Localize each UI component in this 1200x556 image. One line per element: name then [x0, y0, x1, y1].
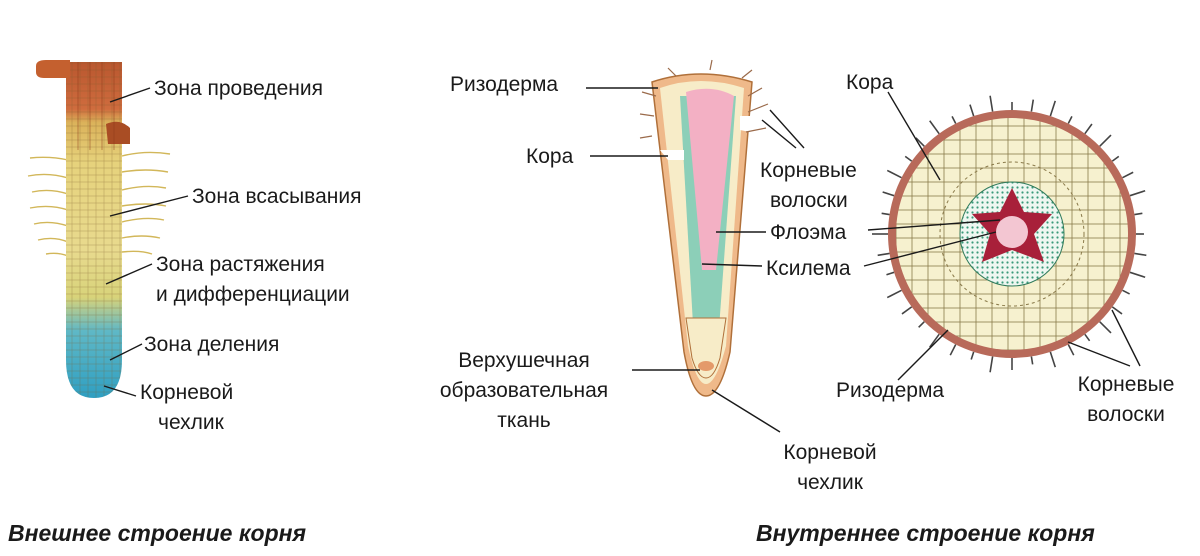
- cross-root-hair: [882, 191, 895, 197]
- cross-root-hair: [1049, 351, 1057, 368]
- cross-section-figure: [872, 95, 1147, 373]
- caption-internal-structure: Внутреннее строение корня: [756, 520, 1095, 546]
- cross-root-hair: [915, 137, 925, 147]
- cross-root-hair: [877, 252, 890, 257]
- cross-root-hair: [951, 116, 957, 124]
- label-apical-meristem-line3: ткань: [497, 409, 551, 432]
- cross-root-hair: [904, 155, 913, 162]
- label-apical-meristem-line2: образовательная: [439, 379, 609, 402]
- label-phloem: Флоэма: [770, 221, 847, 244]
- cross-root-hair: [1099, 321, 1112, 334]
- cross-root-hairs: [872, 95, 1147, 373]
- label-apical-meristem-line1: Верхушечная: [458, 349, 590, 372]
- caption-external-structure: Внешнее строение корня: [8, 520, 307, 546]
- cross-root-hair: [1067, 116, 1073, 124]
- label-elongation-zone-line1: Зона растяжения: [156, 253, 325, 276]
- cross-root-hair: [949, 344, 957, 356]
- label-elongation-zone-line2: и дифференциации: [156, 283, 350, 306]
- external-leader-lines: [103, 87, 189, 397]
- label-cortex-cross: Кора: [846, 71, 894, 94]
- label-root-cap-longitudinal-line1: Корневой: [783, 441, 877, 464]
- longitudinal-section-figure: [639, 59, 769, 397]
- cross-root-hair: [989, 356, 994, 373]
- label-root-hairs-longitudinal-line2: волоски: [770, 189, 848, 212]
- cross-root-hair: [886, 289, 902, 299]
- cross-root-hair: [901, 306, 913, 315]
- label-xylem: Ксилема: [766, 257, 851, 280]
- cross-root-hair: [969, 104, 975, 117]
- cross-root-hair: [918, 321, 925, 328]
- cross-root-hair: [886, 169, 902, 179]
- external-root-figure: [27, 60, 171, 398]
- label-rhizoderm-cross: Ризодерма: [836, 379, 945, 402]
- cross-root-hair: [1134, 212, 1143, 216]
- cross-root-hair: [1111, 155, 1120, 162]
- label-cortex-longitudinal: Кора: [526, 145, 574, 168]
- cross-root-hair: [886, 271, 895, 276]
- cross-root-hair: [1111, 306, 1123, 315]
- label-rhizoderm-longitudinal: Ризодерма: [450, 73, 559, 96]
- cross-root-hair: [1084, 123, 1093, 135]
- cross-root-hair: [1122, 289, 1130, 295]
- label-root-cap-longitudinal-line2: чехлик: [797, 471, 863, 494]
- label-conduction-zone: Зона проведения: [154, 77, 323, 100]
- cross-root-hair: [1084, 333, 1091, 342]
- cross-root-hair: [1134, 252, 1147, 257]
- cross-root-hair: [1067, 344, 1075, 356]
- cross-root-hair: [1129, 271, 1146, 279]
- label-division-zone: Зона деления: [144, 333, 280, 356]
- longitudinal-leader-lines: [586, 87, 805, 433]
- cross-root-hair: [1030, 356, 1034, 365]
- cross-root-hair: [989, 95, 994, 112]
- label-root-cap-external-line2: чехлик: [158, 411, 224, 434]
- cross-root-hair: [1099, 134, 1112, 147]
- label-root-hairs-cross-line1: Корневые: [1077, 373, 1175, 396]
- label-root-hairs-longitudinal-line1: Корневые: [760, 159, 857, 182]
- cross-root-hair: [970, 351, 975, 360]
- cross-root-hair: [929, 120, 940, 135]
- cross-root-hair: [881, 212, 890, 216]
- cross-leader-lines: [863, 91, 1141, 381]
- label-root-hairs-cross-line2: волоски: [1087, 403, 1165, 426]
- label-absorption-zone: Зона всасывания: [192, 185, 362, 208]
- cross-root-hair: [1030, 99, 1035, 112]
- cross-root-hair: [1129, 189, 1146, 197]
- cross-root-hair: [1122, 171, 1134, 179]
- cross-root-hair: [929, 333, 940, 348]
- cross-root-hair: [1049, 100, 1057, 117]
- label-root-cap-external-line1: Корневой: [140, 381, 234, 404]
